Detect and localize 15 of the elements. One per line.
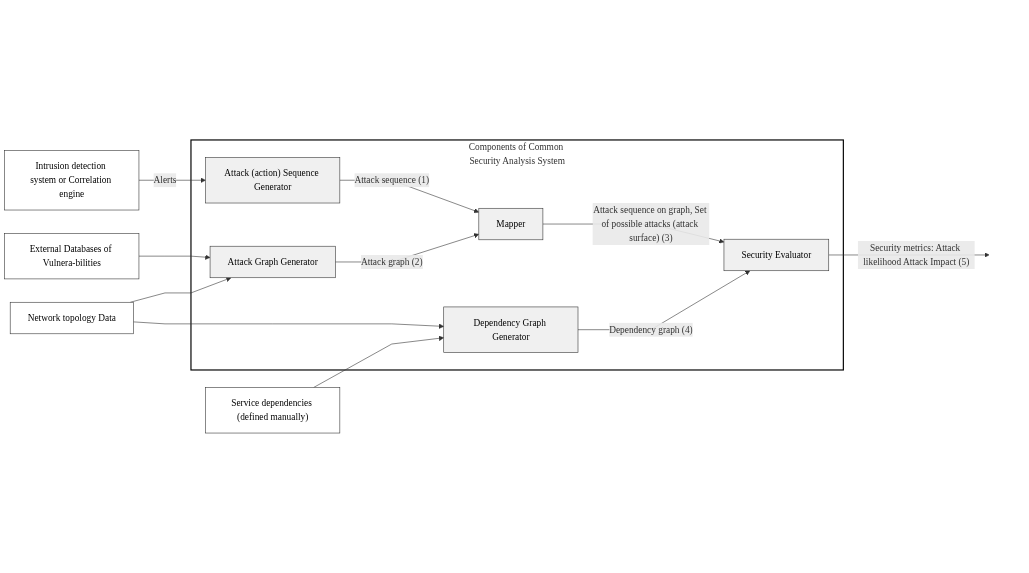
node-box: Security Evaluator [723, 238, 830, 272]
node-box: Network topology Data [9, 301, 134, 335]
edge-label: Attack graph (2) [360, 256, 423, 267]
node-box: Attack Graph Generator [209, 245, 336, 279]
edge-label: Alerts [153, 174, 177, 185]
node-box: Intrusion detection system or Correlation engine [4, 150, 140, 211]
node-box: Service dependencies (defined manually) [205, 387, 341, 434]
node-box: Dependency Graph Generator [443, 306, 579, 353]
node-box: Attack (action) Sequence Generator [205, 157, 341, 204]
node-box: External Databases of Vulnera-bilities [4, 233, 140, 280]
edge-label: Attack sequence on graph, Set of possible attacks (attack surface) (3) [593, 204, 707, 243]
edge-label: Dependency graph (4) [609, 324, 693, 335]
node-box: Mapper [478, 208, 544, 241]
edge-label: Attack sequence (1) [354, 174, 430, 185]
edge-label: Security metrics: Attack likelihood Attack Impact (5) [863, 242, 970, 267]
